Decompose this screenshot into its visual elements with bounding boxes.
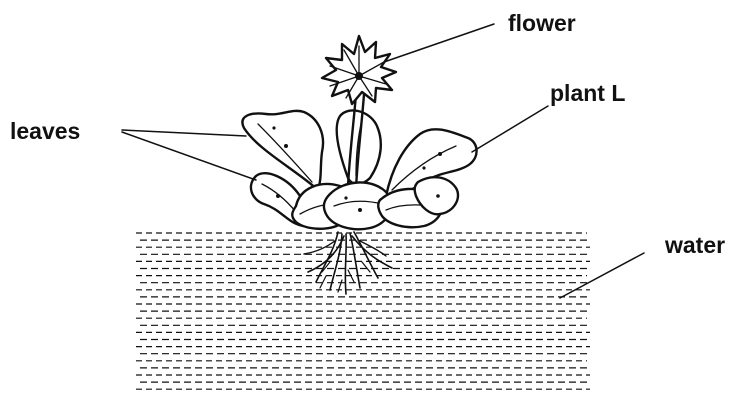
water-pointer (560, 253, 644, 298)
flower-label: flower (508, 10, 576, 36)
flower-pointer (384, 24, 494, 62)
leaves-front (251, 173, 458, 229)
roots (304, 232, 392, 294)
water-label: water (664, 232, 725, 258)
leaves-pointer-upper (122, 130, 246, 136)
flower (322, 36, 396, 104)
leaves-label: leaves (10, 118, 80, 144)
plant-label: plant L (550, 80, 625, 106)
water-body (136, 233, 590, 389)
plant-pointer (472, 106, 548, 152)
leaves-pointer-lower (122, 132, 256, 180)
